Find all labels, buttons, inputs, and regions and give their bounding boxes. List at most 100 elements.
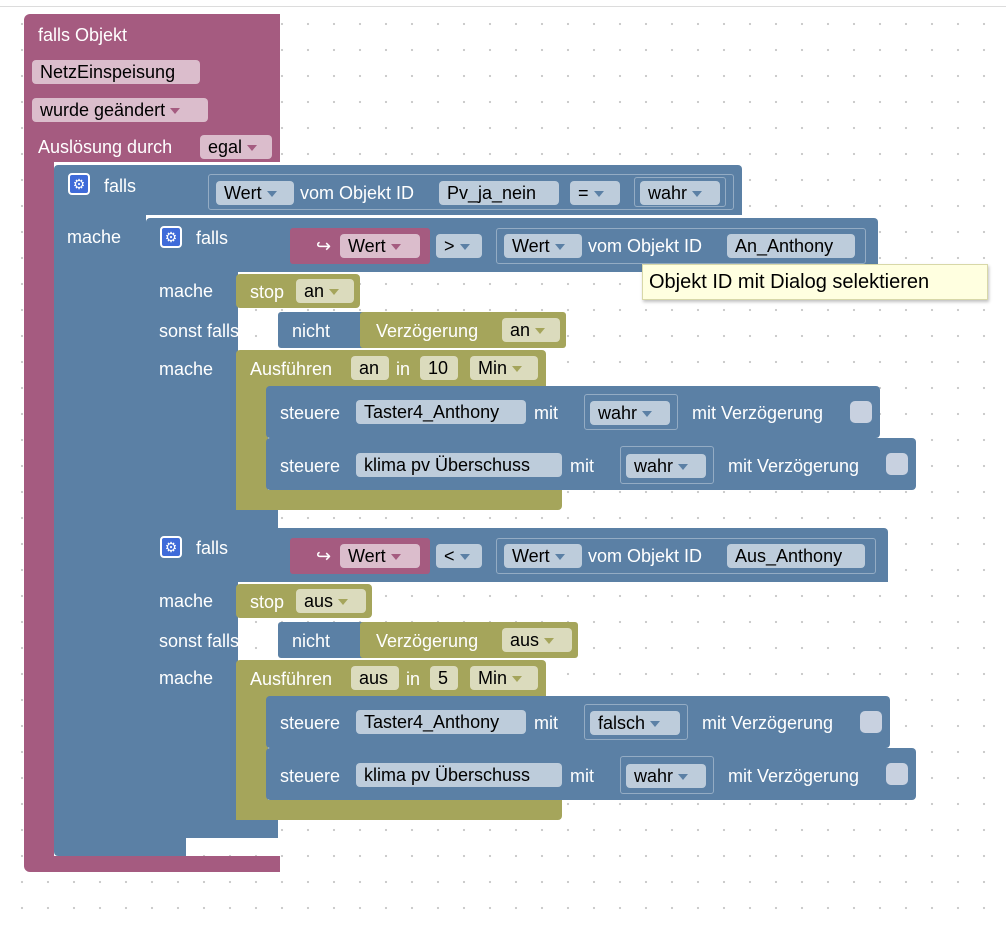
outer-operator-dropdown[interactable]: = <box>570 181 620 205</box>
outer-if-spine <box>54 213 146 841</box>
outer-compare-dropdown[interactable]: wahr <box>640 181 720 205</box>
inner-if-1-elseif-label: sonst falls <box>159 321 240 341</box>
control-value-socket <box>584 394 678 430</box>
control-value-dropdown[interactable]: wahr <box>626 454 706 478</box>
trigger-event-dropdown[interactable]: wurde geändert <box>32 98 208 122</box>
inner-if-1-stop-dropdown[interactable]: an <box>296 279 354 303</box>
control-with-label: mit <box>534 713 558 733</box>
inner-if-2-value-socket <box>496 538 876 574</box>
control-with-label: mit <box>534 403 558 423</box>
inner-if-1-exec-label: Ausführen <box>250 359 333 379</box>
workspace-top-border <box>0 6 1006 7</box>
inner-if-1-spine <box>146 270 238 528</box>
control-target-field[interactable]: Taster4_Anthony <box>356 710 526 734</box>
trigger-label: falls Objekt <box>38 25 128 45</box>
control-label: steuere <box>280 713 341 733</box>
inner-if-1-exec-name-field[interactable]: an <box>351 356 389 380</box>
control-delay-label: mit Verzögerung <box>728 766 860 786</box>
inner-if-1-stop-label: stop <box>250 282 285 302</box>
control-target-field[interactable]: klima pv Überschuss <box>356 763 562 787</box>
control-with-label: mit <box>570 766 594 786</box>
inner-if-1-exec-footer <box>236 490 562 510</box>
control-delay-checkbox[interactable] <box>886 763 908 785</box>
outer-if-footer <box>54 838 186 856</box>
return-arrow-icon: ↪ <box>316 546 332 566</box>
inner-if-1-exec-unit-dropdown[interactable]: Min <box>470 356 538 380</box>
gear-icon[interactable]: ⚙ <box>160 536 182 558</box>
inner-if-1-not-label: nicht <box>292 321 331 341</box>
control-value-socket <box>584 704 688 740</box>
inner-if-2-label: falls <box>196 538 229 558</box>
inner-if-2-exec-label: Ausführen <box>250 669 333 689</box>
inner-if-1-value-socket <box>496 228 866 264</box>
inner-if-1-exec-amount-field[interactable]: 10 <box>420 356 458 380</box>
inner-if-2-delay-label: Verzögerung <box>376 631 479 651</box>
gear-icon[interactable]: ⚙ <box>160 226 182 248</box>
inner-if-1-exec-spine <box>236 388 268 510</box>
trigger-block-footer <box>24 856 280 872</box>
control-label: steuere <box>280 766 341 786</box>
control-value-socket <box>620 446 714 484</box>
control-value-dropdown[interactable]: wahr <box>626 764 706 788</box>
control-delay-checkbox[interactable] <box>850 401 872 423</box>
control-target-field[interactable]: Taster4_Anthony <box>356 400 526 424</box>
inner-if-2-exec-spine <box>236 698 268 820</box>
control-label: steuere <box>280 403 341 423</box>
inner-if-2-in-label: in <box>406 669 421 689</box>
inner-if-2-object-id-field[interactable]: Aus_Anthony <box>727 544 865 568</box>
trigger-object-id-field[interactable]: NetzEinspeisung <box>32 60 200 84</box>
inner-if-1-delay-label: Verzögerung <box>376 321 479 341</box>
outer-value-dropdown[interactable]: Wert <box>216 181 294 205</box>
outer-if-label: falls <box>104 176 137 196</box>
inner-if-2-of-object-label: vom Objekt ID <box>588 546 703 566</box>
control-value-dropdown[interactable]: falsch <box>590 711 680 735</box>
inner-if-2-variable-dropdown[interactable]: Wert <box>340 544 420 568</box>
outer-object-id-field[interactable]: Pv_ja_nein <box>439 181 559 205</box>
inner-if-2-delay-dropdown[interactable]: aus <box>502 628 572 652</box>
inner-if-2-stop-dropdown[interactable]: aus <box>296 589 366 613</box>
inner-if-2-exec-name-field[interactable]: aus <box>351 666 399 690</box>
inner-if-1-variable-dropdown[interactable]: Wert <box>340 234 420 258</box>
inner-if-2-elseif-label: sonst falls <box>159 631 240 651</box>
gear-icon[interactable]: ⚙ <box>68 173 90 195</box>
inner-if-1-footer <box>146 510 278 528</box>
inner-if-2-footer <box>146 820 278 838</box>
inner-if-1-label: falls <box>196 228 229 248</box>
control-value-dropdown[interactable]: wahr <box>590 401 670 425</box>
inner-if-1-of-object-label: vom Objekt ID <box>588 236 703 256</box>
outer-if-header[interactable] <box>54 165 742 215</box>
inner-if-1-operator-dropdown[interactable]: > <box>436 234 482 258</box>
inner-if-1-value-dropdown[interactable]: Wert <box>504 234 582 258</box>
inner-if-2-not-label: nicht <box>292 631 331 651</box>
inner-if-1-object-id-field[interactable]: An_Anthony <box>727 234 855 258</box>
inner-if-1-delay-dropdown[interactable]: an <box>502 318 560 342</box>
control-delay-checkbox[interactable] <box>860 711 882 733</box>
outer-do-label: mache <box>67 227 122 247</box>
outer-compare-socket <box>634 177 726 207</box>
control-with-label: mit <box>570 456 594 476</box>
inner-if-2-exec-amount-field[interactable]: 5 <box>430 666 458 690</box>
inner-if-2-exec-unit-dropdown[interactable]: Min <box>470 666 538 690</box>
trigger-type-dropdown[interactable]: egal <box>200 135 272 159</box>
trigger-type-label: Auslösung durch <box>38 137 173 157</box>
inner-if-1-do2-label: mache <box>159 359 214 379</box>
inner-if-2-do-label: mache <box>159 591 214 611</box>
inner-if-2-spine <box>146 580 238 838</box>
inner-if-1-do-label: mache <box>159 281 214 301</box>
return-arrow-icon: ↪ <box>316 236 332 256</box>
control-delay-label: mit Verzögerung <box>728 456 860 476</box>
control-label: steuere <box>280 456 341 476</box>
control-value-socket <box>620 756 714 794</box>
inner-if-1-in-label: in <box>396 359 411 379</box>
trigger-block-spine <box>24 160 54 860</box>
inner-if-1-not-block[interactable] <box>278 312 370 348</box>
inner-if-2-exec-footer <box>236 800 562 820</box>
control-target-field[interactable]: klima pv Überschuss <box>356 453 562 477</box>
object-id-tooltip: Objekt ID mit Dialog selektieren <box>642 264 988 300</box>
inner-if-2-operator-dropdown[interactable]: < <box>436 544 482 568</box>
outer-condition-socket <box>208 174 734 210</box>
control-delay-checkbox[interactable] <box>886 453 908 475</box>
inner-if-2-stop-label: stop <box>250 592 285 612</box>
inner-if-2-value-dropdown[interactable]: Wert <box>504 544 582 568</box>
inner-if-2-not-block[interactable] <box>278 622 370 658</box>
